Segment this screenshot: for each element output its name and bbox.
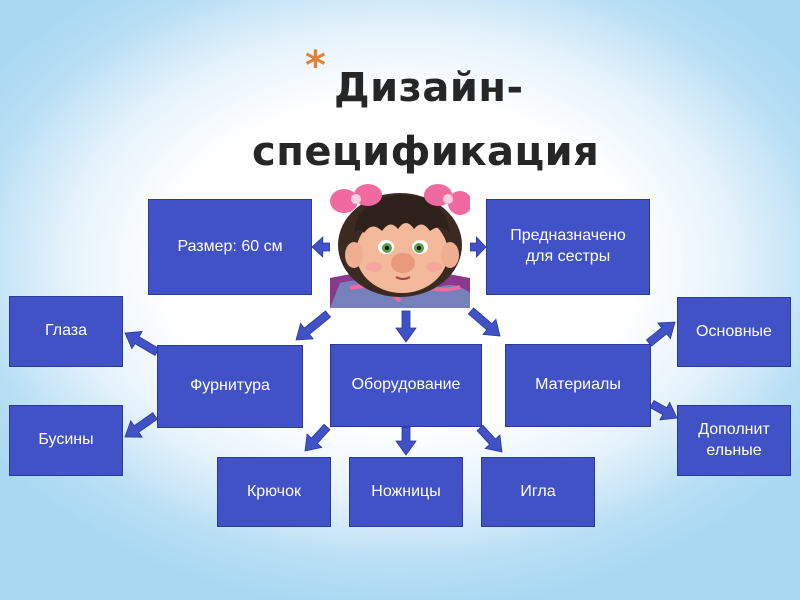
arrow-to-hook — [304, 423, 331, 452]
arrow-to-additional — [649, 399, 678, 421]
title-bullet: * — [305, 43, 326, 89]
arrow-to-beads — [124, 412, 158, 438]
title-line-1: Дизайн- — [334, 65, 524, 111]
node-scissors: Ножницы — [349, 457, 463, 527]
node-size: Размер: 60 см — [148, 199, 312, 295]
arrow-to-needle — [476, 424, 503, 453]
arrow-to-scissors — [395, 426, 417, 456]
arrow-to-fittings — [295, 310, 332, 341]
arrow-to-materials — [467, 307, 501, 337]
arrow-to-purpose — [469, 236, 487, 258]
arrow-to-eyes — [124, 331, 160, 356]
node-eyes: Глаза — [9, 296, 123, 367]
node-additional: Дополнит ельные — [677, 405, 791, 476]
arrow-to-equipment — [395, 310, 417, 343]
node-fittings: Фурнитура — [157, 345, 303, 428]
arrow-to-main — [645, 321, 676, 347]
node-needle: Игла — [481, 457, 595, 527]
node-beads: Бусины — [9, 405, 123, 476]
node-purpose: Предназначено для сестры — [486, 199, 650, 295]
node-hook: Крючок — [217, 457, 331, 527]
doll-image — [330, 183, 470, 308]
node-main: Основные — [677, 297, 791, 367]
node-equipment: Оборудование — [330, 344, 482, 427]
title-line-2: спецификация — [252, 129, 600, 175]
node-materials: Материалы — [505, 344, 651, 427]
arrow-to-size — [311, 236, 331, 258]
